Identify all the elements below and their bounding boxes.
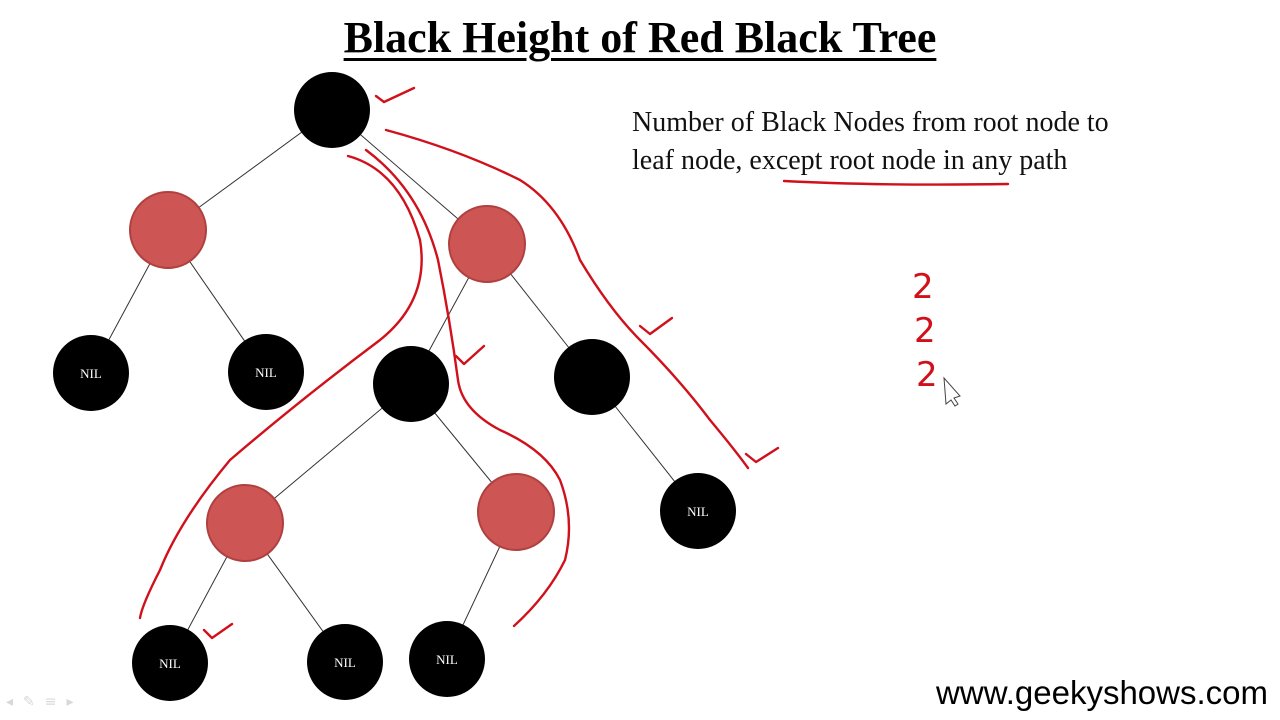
check-mark-root xyxy=(374,86,416,104)
node-nil-4: NIL xyxy=(132,625,208,701)
red-node-circle xyxy=(477,473,555,551)
check-mark-nil-right xyxy=(744,446,780,464)
node-red-left xyxy=(129,191,207,269)
nil-label: NIL xyxy=(255,365,277,380)
node-red-right xyxy=(448,205,526,283)
prev-arrow-icon[interactable]: ◂ xyxy=(6,694,14,710)
slide-title: Black Height of Red Black Tree xyxy=(343,13,937,62)
check-mark-path-mid xyxy=(454,344,486,366)
black-node-circle xyxy=(373,346,449,422)
definition-underline xyxy=(782,179,1010,186)
path-stroke-2 xyxy=(364,148,571,628)
black-node-circle xyxy=(132,625,208,701)
slide-nav-controls[interactable]: ◂ ✎ ≡ ▸ xyxy=(6,694,74,710)
node-red-lower-right xyxy=(477,473,555,551)
node-nil-3: NIL xyxy=(660,473,736,549)
check-mark-nil-left xyxy=(202,622,234,640)
node-nil-1: NIL xyxy=(53,335,129,411)
path-stroke-3 xyxy=(384,128,750,470)
black-node-circle xyxy=(53,335,129,411)
black-node-circle xyxy=(307,624,383,700)
hand-annotations xyxy=(138,86,1010,640)
node-root xyxy=(294,72,370,148)
nil-label: NIL xyxy=(687,504,709,519)
definition-line-1: Number of Black Nodes from root node to xyxy=(632,107,1109,138)
pen-icon[interactable]: ✎ xyxy=(23,694,35,710)
path-stroke-1 xyxy=(138,154,423,620)
node-nil-6: NIL xyxy=(409,621,485,697)
website-watermark: www.geekyshows.com xyxy=(936,674,1268,711)
definition-text: Number of Black Nodes from root node to … xyxy=(632,104,1232,180)
black-node-circle xyxy=(294,72,370,148)
nil-label: NIL xyxy=(436,652,458,667)
pen-cursor-icon xyxy=(943,376,961,407)
black-node-circle xyxy=(660,473,736,549)
count-2: 2 xyxy=(914,311,936,351)
definition-line-2: leaf node, except root node in any path xyxy=(632,145,1068,176)
menu-icon[interactable]: ≡ xyxy=(44,694,57,710)
black-node-circle xyxy=(228,334,304,410)
red-node-circle xyxy=(206,484,284,562)
nil-label: NIL xyxy=(334,655,356,670)
red-node-circle xyxy=(448,205,526,283)
nil-label: NIL xyxy=(80,366,102,381)
node-black-right xyxy=(554,339,630,415)
tree-nodes: NIL NIL NIL NIL NIL NIL xyxy=(53,72,736,701)
black-node-circle xyxy=(409,621,485,697)
next-arrow-icon[interactable]: ▸ xyxy=(66,694,74,710)
count-1: 2 xyxy=(912,267,934,307)
node-nil-2: NIL xyxy=(228,334,304,410)
count-3: 2 xyxy=(916,355,938,395)
node-red-lower-left xyxy=(206,484,284,562)
red-node-circle xyxy=(129,191,207,269)
check-mark-path-right xyxy=(638,316,674,336)
node-black-mid xyxy=(373,346,449,422)
node-nil-5: NIL xyxy=(307,624,383,700)
black-node-circle xyxy=(554,339,630,415)
nil-label: NIL xyxy=(159,656,181,671)
black-height-counts: 2 2 2 xyxy=(912,267,938,395)
